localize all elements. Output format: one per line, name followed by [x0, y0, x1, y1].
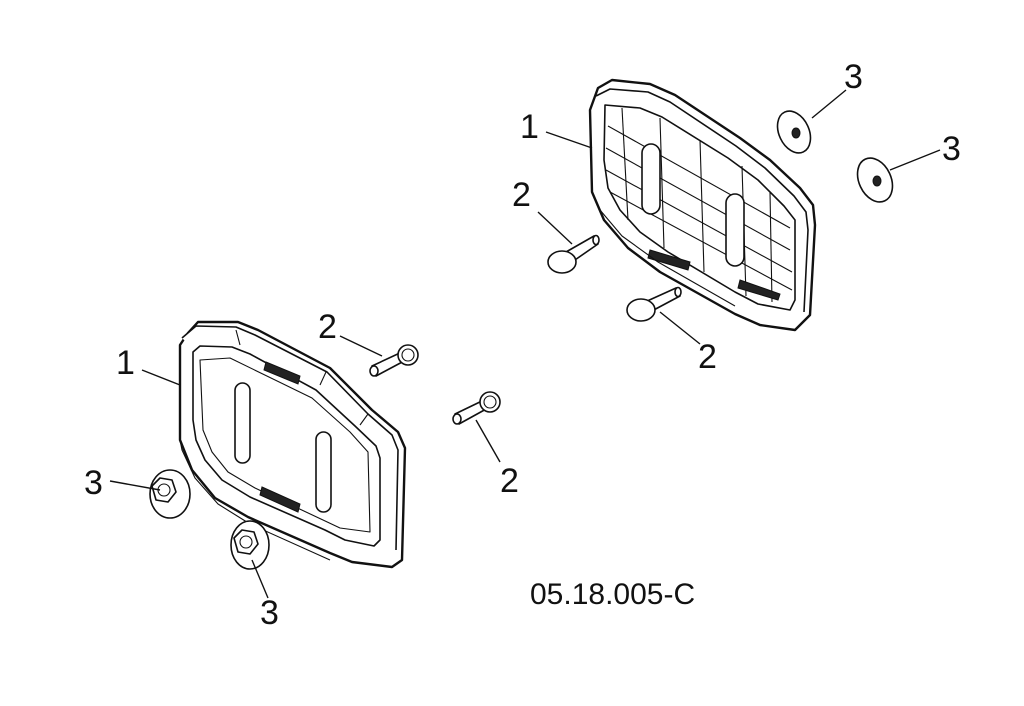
carriage-bolt-upper-right	[626, 286, 682, 322]
slot-right	[315, 431, 332, 513]
callout-nut-left: 3	[84, 464, 103, 502]
callout-skid-shoe-lower: 1	[116, 344, 135, 382]
callout-bolt-lower-right: 2	[500, 462, 519, 500]
washer-upper-b	[856, 157, 894, 203]
skid-shoe-upper	[588, 78, 817, 332]
callout-washer-upper-b: 3	[942, 130, 961, 168]
flange-nut-left	[149, 469, 191, 519]
slot-left	[234, 382, 251, 464]
washer-upper-a	[776, 110, 812, 154]
leader-lines	[109, 89, 941, 599]
figure-reference-code: 05.18.005-C	[530, 578, 695, 611]
upper-slot-right	[725, 193, 745, 267]
carriage-bolt-lower-left	[369, 344, 419, 377]
carriage-bolt-lower-right	[452, 391, 501, 425]
callout-washer-upper-a: 3	[844, 58, 863, 96]
callout-bolt-lower-left: 2	[318, 308, 337, 346]
callout-skid-shoe-upper: 1	[520, 108, 539, 146]
callout-bolt-upper-right: 2	[698, 338, 717, 376]
flange-nut-bottom	[230, 520, 270, 570]
callout-nut-bottom: 3	[260, 594, 279, 632]
skid-shoe-lower	[178, 320, 407, 569]
callout-bolt-upper-left: 2	[512, 176, 531, 214]
upper-slot-left	[641, 143, 661, 215]
carriage-bolt-upper-left	[547, 234, 600, 274]
